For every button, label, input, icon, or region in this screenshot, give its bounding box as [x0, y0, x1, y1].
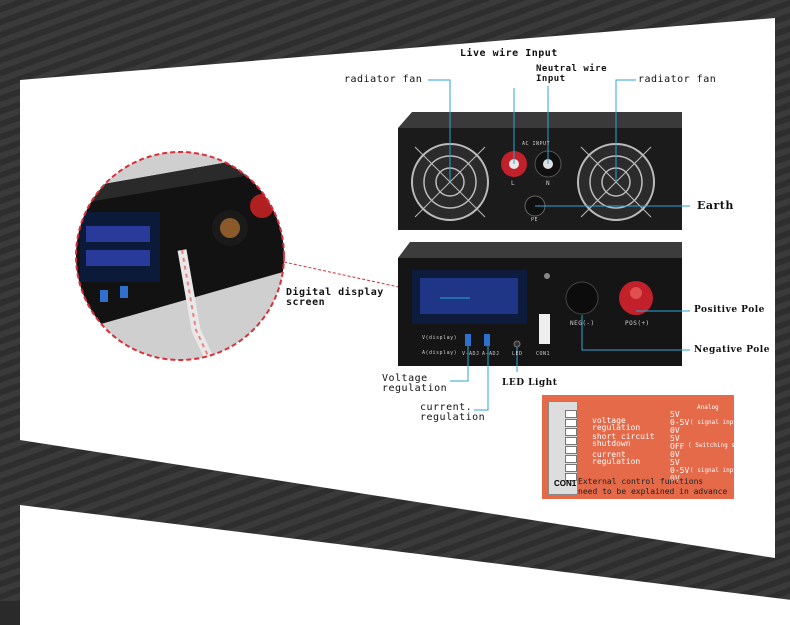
v-adj-mark: V-ADJ: [462, 351, 480, 357]
con1-connector: [548, 401, 578, 495]
negative-terminal: [565, 281, 599, 315]
ac-input-mark: AC INPUT: [522, 141, 551, 147]
radiator-fan-left-label: radiator fan: [344, 74, 423, 85]
pos-mark: POS(+): [625, 320, 650, 327]
psu-front: [398, 242, 682, 366]
cb-voltage-reg-line2: regulation: [592, 423, 641, 432]
external-control-box: CON1 voltage regulation short circuit sh…: [542, 395, 757, 499]
illustration: [75, 79, 690, 411]
psu-rear: [398, 112, 682, 230]
live-wire-label: Live wire Input: [460, 48, 558, 59]
l-mark: L: [511, 180, 516, 187]
cb-analog: Analog: [697, 404, 719, 411]
current-regulation-label-line2: regulation: [420, 412, 486, 423]
cb-v3: 0V: [670, 426, 680, 435]
digital-display-label: Digital display screen: [286, 288, 384, 308]
con1-mark: CON1: [536, 351, 551, 357]
cb-s3: 0V: [670, 450, 680, 459]
cb-note-line2: need to be explained in advance: [578, 487, 728, 496]
digital-display-label-line2: screen: [286, 297, 326, 308]
voltage-regulation-label: Voltage regulation: [382, 374, 447, 394]
a-adj-knob: [484, 334, 490, 346]
neutral-wire-label-line1: Neutral wire: [536, 64, 608, 74]
cb-switching-signal: ( Switching signal): [688, 442, 757, 449]
neutral-wire-label: Neutral wire Input: [536, 64, 607, 84]
cb-c1: 5V: [670, 458, 680, 467]
pe-mark: PE: [531, 217, 539, 223]
cb-note: External control functions need to be ex…: [578, 477, 727, 497]
cb-s1: 5V: [670, 434, 680, 443]
cb-voltage-reg-line1: voltage: [592, 416, 626, 425]
cb-v2: 0-5V: [670, 418, 690, 427]
voltage-regulation-label-line2: regulation: [382, 383, 448, 394]
con1-port: [539, 314, 550, 344]
cb-current-reg-line1: current: [592, 450, 626, 459]
current-regulation-label-line1: current.: [420, 402, 473, 413]
callout-lines: [428, 79, 690, 411]
cb-s2: OFF: [670, 442, 685, 451]
neg-mark: NEG(-): [570, 320, 595, 327]
led-light-label: LED Light: [502, 378, 558, 388]
negative-pole-label: Negative Pole: [694, 345, 770, 355]
cb-c2: 0-5V: [670, 466, 690, 475]
zoom-detail: [75, 151, 542, 361]
a-display-mark: A(display): [422, 350, 458, 356]
a-adj-mark: A-ADJ: [482, 351, 500, 357]
cb-note-line1: External control functions: [578, 477, 704, 486]
cb-c3: 0V: [670, 474, 680, 483]
v-adj-knob: [465, 334, 471, 346]
earth-label: Earth: [697, 199, 734, 212]
current-regulation-label: current. regulation: [420, 403, 485, 423]
cb-signal-input-2: ( signal input): [690, 467, 745, 474]
digital-display-label-line1: Digital display: [286, 287, 384, 298]
led-mark: LED: [512, 351, 523, 357]
cb-signal-input-1: ( signal input): [690, 419, 745, 426]
radiator-fan-right-label: radiator fan: [638, 74, 717, 85]
cb-short-line1: short circuit: [592, 432, 655, 441]
voltage-regulation-label-line1: Voltage: [382, 373, 428, 384]
con1-connector-label: CON1: [554, 479, 577, 488]
cb-current-reg-line2: regulation: [592, 457, 641, 466]
cb-v1: 5V: [670, 410, 680, 419]
n-mark: N: [546, 180, 551, 187]
cb-short-line2: shutdown: [592, 439, 631, 448]
zoom-display: [80, 212, 160, 282]
positive-pole-label: Positive Pole: [694, 305, 765, 315]
v-display-mark: V(display): [422, 335, 458, 341]
neutral-wire-label-line2: Input: [536, 74, 566, 84]
